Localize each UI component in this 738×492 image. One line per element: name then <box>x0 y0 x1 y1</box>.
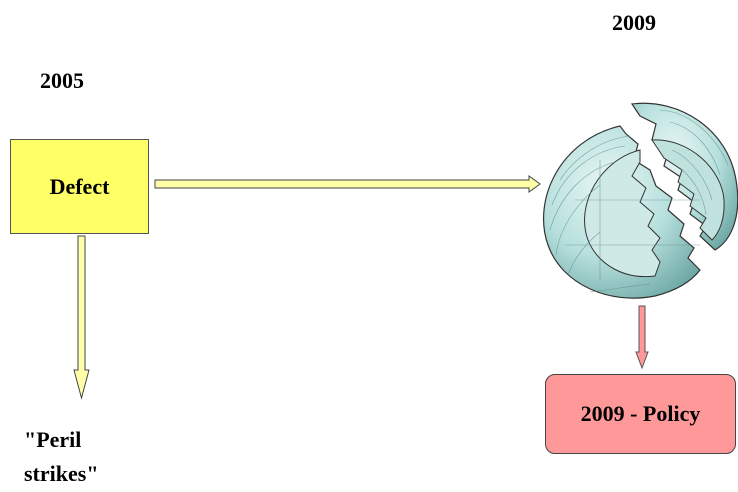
year-2005-label: 2005 <box>40 68 84 93</box>
policy-box: 2009 - Policy <box>545 374 736 454</box>
peril-line-1: "Peril <box>24 427 82 452</box>
defect-box: Defect <box>10 139 149 234</box>
peril-strikes-label: "Peril strikes" <box>24 423 99 491</box>
year-2009-label: 2009 <box>612 10 656 35</box>
defect-label: Defect <box>49 173 110 199</box>
broken-globe-icon <box>543 102 738 299</box>
peril-line-2: strikes" <box>24 461 99 486</box>
policy-label: 2009 - Policy <box>580 401 701 426</box>
arrow-defect-to-2009 <box>154 175 541 193</box>
arrow-globe-to-policy <box>635 305 649 370</box>
arrow-defect-to-peril <box>73 235 90 400</box>
